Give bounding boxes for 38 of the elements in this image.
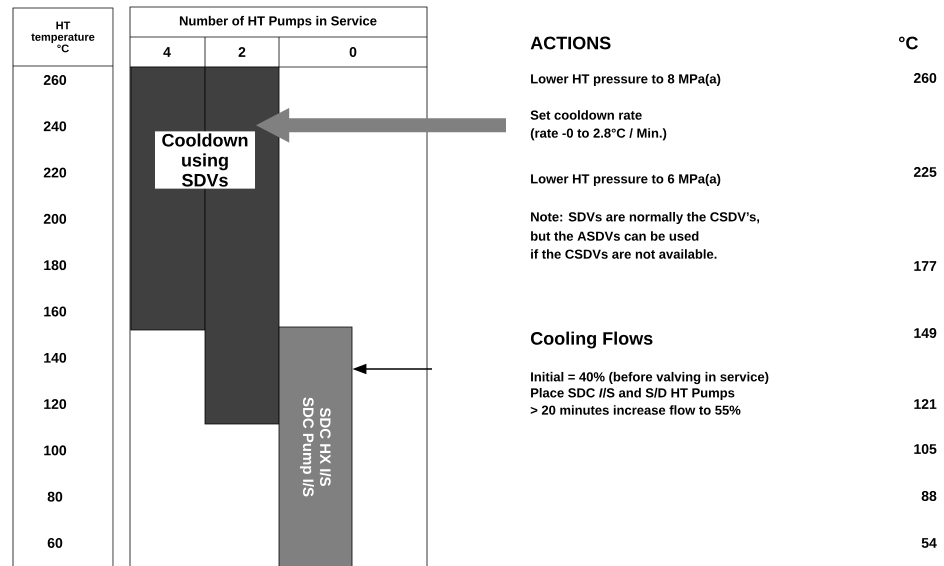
action-text: Initial = 40% (before valving in service) (531, 372, 768, 384)
action-text: Lower HT pressure to 6 MPa(a) (531, 174, 720, 186)
action-text: Place SDC I/S and S/D HT Pumps (531, 388, 734, 400)
temperature-value: 120 (44, 399, 66, 410)
column-header: HT temperature °C (31, 22, 94, 52)
temperature-value: 220 (44, 168, 66, 178)
section-heading: ACTIONS (530, 36, 610, 50)
process-bar: SDC HX I/S SDC Pump I/S (278, 326, 352, 566)
temperature-value: 177 (914, 261, 936, 271)
temperature-value: 180 (44, 260, 66, 270)
temperature-value: 54 (922, 538, 937, 548)
label-box: Cooldown using SDVs (155, 131, 255, 189)
temperature-value: 80 (48, 492, 62, 502)
column-header: °C (899, 36, 918, 50)
temperature-value: 200 (44, 214, 66, 224)
temperature-value: 121 (914, 399, 936, 409)
action-text: Lower HT pressure to 8 MPa(a) (531, 74, 720, 86)
action-text: Set cooldown rate (rate -0 to 2.8°C / Min.) (530, 110, 666, 140)
temperature-value: 160 (44, 306, 66, 316)
section-heading: Cooling Flows (530, 332, 652, 348)
temperature-value: 260 (914, 73, 936, 83)
temperature-value: 88 (922, 491, 936, 501)
temperature-value: 100 (44, 445, 66, 456)
temperature-value: 149 (914, 328, 936, 338)
column-header: 0 (350, 47, 356, 57)
column-header: 4 (163, 47, 171, 57)
temperature-value: 225 (914, 167, 936, 177)
temperature-value: 260 (44, 75, 66, 85)
column-header: 2 (238, 47, 246, 57)
temperature-value: 105 (914, 444, 936, 454)
note-text: but the ASDVs can be used (531, 231, 698, 241)
note-text: if the CSDVs are not available. (531, 249, 716, 259)
note-text: Note: SDVs are normally the CSDV’s, (531, 212, 760, 224)
table-title: Number of HT Pumps in Service (180, 16, 377, 28)
temperature-value: 140 (44, 352, 66, 363)
action-text: > 20 minutes increase flow to 55% (530, 405, 740, 415)
temperature-value: 60 (48, 538, 62, 548)
temperature-value: 240 (44, 121, 66, 132)
